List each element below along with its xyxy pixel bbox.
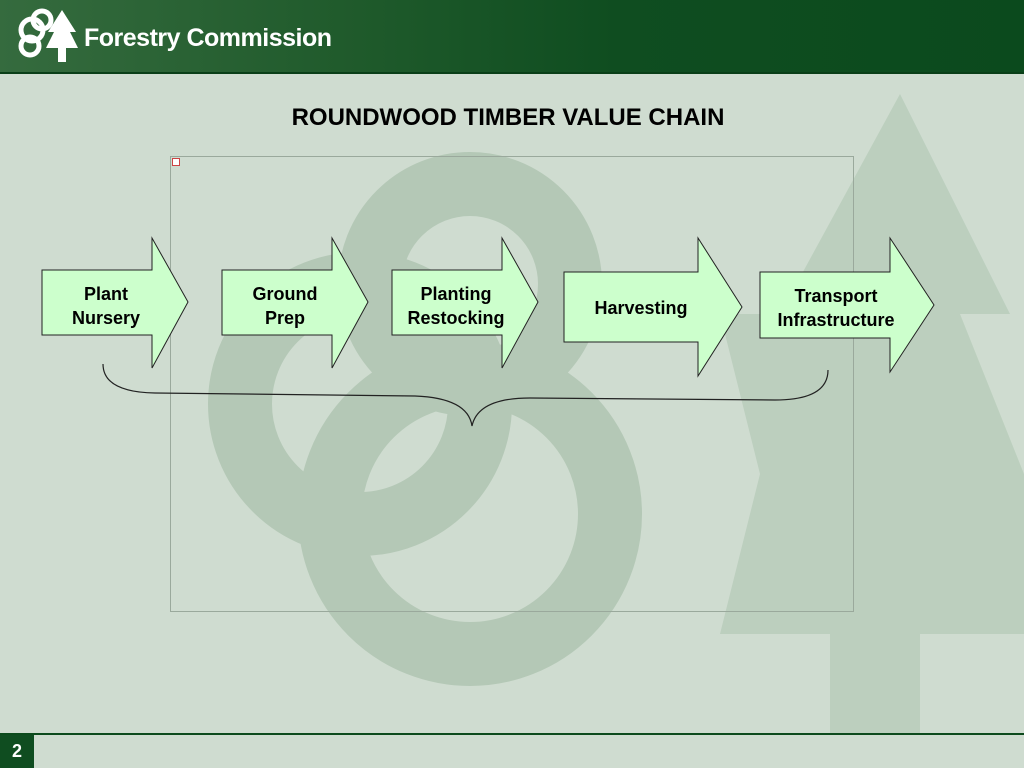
step-label-plant-nursery: Plant Nursery [71, 284, 141, 328]
step-label-transport-infrastructure: Transport Infrastructure [777, 286, 895, 330]
arrow-ground-prep [221, 236, 369, 369]
arrow-harvesting [563, 236, 743, 378]
step-label-planting-restocking: Planting Restocking [407, 284, 505, 328]
watermark-logo-icon [208, 94, 1024, 734]
footer-divider [0, 733, 1024, 735]
forestry-logo-icon [18, 8, 78, 62]
arrow-planting-restocking [391, 236, 539, 369]
arrow-transport-infrastructure [759, 236, 935, 374]
header-bar: Forestry Commission [0, 0, 1024, 74]
image-placeholder-frame [170, 156, 854, 612]
brand-name: Forestry Commission [84, 24, 332, 52]
step-label-ground-prep: Ground Prep [252, 284, 318, 328]
arrow-plant-nursery [41, 236, 189, 369]
curly-brace [102, 363, 829, 427]
broken-image-icon [172, 158, 180, 166]
page-number: 2 [0, 735, 34, 768]
step-label-harvesting: Harvesting [594, 298, 688, 318]
slide-title: ROUNDWOOD TIMBER VALUE CHAIN [291, 104, 725, 131]
